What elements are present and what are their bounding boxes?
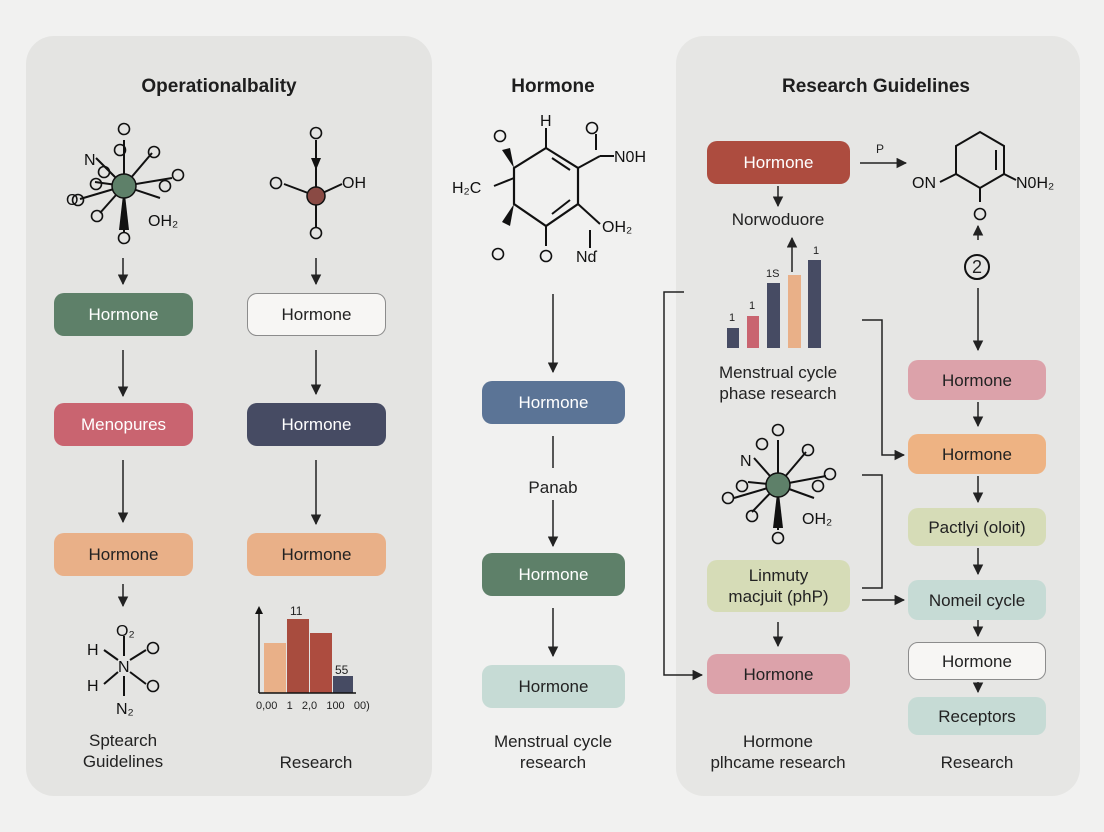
mol-label: N xyxy=(118,659,130,676)
chart-label: 11 xyxy=(290,604,303,618)
chart-y-axis-arrow xyxy=(255,606,263,614)
right-col2-node-6[interactable]: Receptors xyxy=(908,697,1046,735)
right-chart-caption: Menstrual cycle phase research xyxy=(718,363,838,403)
mol-label: N0H₂ xyxy=(1016,175,1054,192)
right-col2-node-5[interactable]: Hormone xyxy=(908,642,1046,680)
mol-label: H xyxy=(87,678,99,695)
connector xyxy=(862,319,906,461)
small-molecule-left: OH xyxy=(269,126,366,240)
left-col1-node-3[interactable]: Hormone xyxy=(54,533,193,576)
middle-title: Hormone xyxy=(511,76,595,97)
mol-label: O₂ xyxy=(116,623,135,640)
ring-molecule: ON N0H₂ xyxy=(912,130,1054,221)
mol-label: H xyxy=(87,642,99,659)
mol-label: O xyxy=(66,192,78,209)
connector xyxy=(663,291,704,681)
mol-label: N xyxy=(740,453,752,470)
chart-label: 55 xyxy=(335,663,349,677)
left-col2-node-3[interactable]: Hormone xyxy=(247,533,386,576)
mol-label: N0H xyxy=(614,149,646,166)
mol-label: H xyxy=(540,113,552,130)
chart-bar xyxy=(264,643,286,693)
right-caption-left: Hormone plhcame research xyxy=(710,732,846,772)
chart-bar xyxy=(310,633,332,693)
radial-molecule-left: N O OH₂ xyxy=(66,122,185,245)
mol-label: OH₂ xyxy=(602,219,632,236)
left-col2-caption: Research xyxy=(279,753,353,772)
middle-node-3[interactable]: Hormone xyxy=(482,665,625,708)
left-col2-node-1[interactable]: Hormone xyxy=(247,293,386,336)
chart-bar xyxy=(808,260,821,348)
right-col2-node-1[interactable]: Hormone xyxy=(908,360,1046,400)
nitro-molecule: H H N O₂ N₂ xyxy=(87,623,160,718)
right-liminal-node[interactable]: Linmuty macjuit (phP) xyxy=(707,560,850,612)
chart-bar xyxy=(767,283,780,348)
middle-node-2[interactable]: Hormone xyxy=(482,553,625,596)
chart-axis-ticks: 0,00 1 2,0 100 00) xyxy=(256,700,370,712)
mol-label: N xyxy=(84,152,96,169)
connector xyxy=(862,474,883,589)
chart-bar xyxy=(333,676,353,693)
arrow-label: P xyxy=(876,142,885,156)
mol-label: OH xyxy=(342,175,366,192)
left-col2-node-2[interactable]: Hormone xyxy=(247,403,386,446)
mol-label: OH₂ xyxy=(148,213,178,230)
right-sub-label: Norwoduore xyxy=(731,210,825,229)
middle-step-label: Panab xyxy=(528,478,578,497)
left-col1-caption: Sptearch Guidelines xyxy=(82,731,164,771)
chart-label: 1 xyxy=(813,245,820,257)
mol-label: Nɗ xyxy=(576,249,598,266)
mol-label: OH₂ xyxy=(802,511,832,528)
radial-molecule-right: N OH₂ xyxy=(721,423,837,545)
right-col2-caption: Research xyxy=(940,753,1014,772)
left-col1-node-2[interactable]: Menopures xyxy=(54,403,193,446)
middle-node-1[interactable]: Hormone xyxy=(482,381,625,424)
step-badge: 2 xyxy=(964,254,990,280)
mol-label: N₂ xyxy=(116,701,134,718)
right-col2-node-3[interactable]: Pactlyi (oloit) xyxy=(908,508,1046,546)
right-panel-title: Research Guidelines xyxy=(782,76,970,97)
hexagon-molecule: H N0H H₂C OH₂ Nɗ xyxy=(452,113,646,266)
chart-bar xyxy=(287,619,309,693)
middle-caption: Menstrual cycle research xyxy=(493,732,613,772)
chart-label: 1 xyxy=(749,300,756,312)
mol-label: ON xyxy=(912,175,936,192)
chart-label: 1S xyxy=(766,268,780,280)
chart-bar xyxy=(727,328,739,348)
chart-bar xyxy=(788,275,801,348)
left-col1-node-1[interactable]: Hormone xyxy=(54,293,193,336)
right-bottom-node[interactable]: Hormone xyxy=(707,654,850,694)
chart-bar xyxy=(747,316,759,348)
right-top-node[interactable]: Hormone xyxy=(707,141,850,184)
mol-label: H₂C xyxy=(452,180,481,197)
chart-label: 1 xyxy=(729,312,736,324)
left-panel-title: Operationalbality xyxy=(141,76,297,97)
right-col2-node-2[interactable]: Hormone xyxy=(908,434,1046,474)
right-col2-node-4[interactable]: Nomeil cycle xyxy=(908,580,1046,620)
